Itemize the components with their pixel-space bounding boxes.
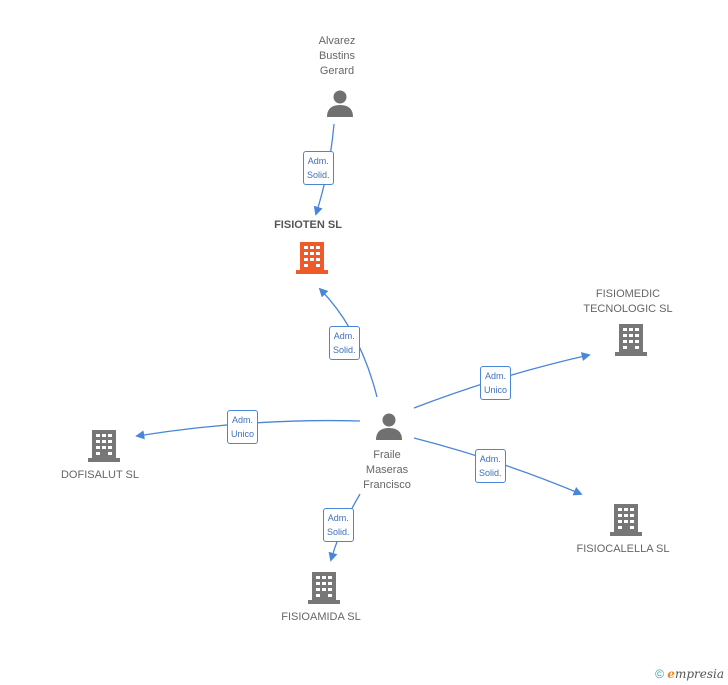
- edge-label-line: Solid.: [333, 345, 356, 355]
- empresia-watermark: © empresia: [655, 667, 724, 681]
- edge-label-line: Solid.: [327, 527, 350, 537]
- label-line: Francisco: [363, 479, 411, 491]
- edge-label-fraile-fisiocalella[interactable]: Adm. Solid.: [475, 449, 506, 483]
- node-label-alvarez[interactable]: Alvarez Bustins Gerard: [297, 34, 377, 79]
- node-label-dofisalut[interactable]: DOFISALUT SL: [40, 468, 160, 483]
- building-icon-fisiomedic[interactable]: [615, 322, 647, 356]
- edge-label-fraile-fisiomedic[interactable]: Adm. Unico: [480, 366, 512, 400]
- label-line: Maseras: [365, 464, 409, 476]
- node-label-fraile[interactable]: Fraile Maseras Francisco: [347, 448, 427, 493]
- edge-label-fraile-fisioten[interactable]: Adm. Solid.: [329, 326, 360, 360]
- edge-label-line: Solid.: [479, 468, 502, 478]
- edge-label-line: Adm.: [307, 156, 329, 166]
- edge-label-alvarez-fisioten[interactable]: Adm. Solid.: [303, 151, 334, 185]
- edge-label-line: Unico: [484, 385, 508, 395]
- edge-label-fraile-dofisalut[interactable]: Adm. Unico: [227, 410, 259, 444]
- edge-label-line: Solid.: [307, 170, 330, 180]
- node-label-fisiocalella[interactable]: FISIOCALELLA SL: [563, 542, 683, 557]
- brand-text: mpresia: [674, 667, 724, 681]
- label-line: DOFISALUT SL: [60, 469, 140, 481]
- label-line: Fraile: [373, 449, 401, 461]
- building-icon-dofisalut[interactable]: [88, 428, 120, 462]
- building-icon-fisioten[interactable]: [296, 240, 328, 274]
- node-label-fisioten[interactable]: FISIOTEN SL: [248, 218, 368, 233]
- label-line: Bustins: [318, 50, 356, 62]
- edge-label-line: Adm.: [485, 371, 507, 381]
- node-label-fisiomedic[interactable]: FISIOMEDIC TECNOLOGIC SL: [568, 287, 688, 317]
- person-icon-fraile[interactable]: [374, 411, 404, 441]
- edge-label-fraile-fisioamida[interactable]: Adm. Solid.: [323, 508, 354, 542]
- edge-label-line: Unico: [231, 429, 255, 439]
- edge-label-line: Adm.: [327, 513, 349, 523]
- person-icon-alvarez[interactable]: [325, 88, 355, 118]
- building-icon-fisioamida[interactable]: [308, 570, 340, 604]
- edge-label-line: Adm.: [232, 415, 254, 425]
- edge-label-line: Adm.: [479, 454, 501, 464]
- label-line: Gerard: [319, 65, 355, 77]
- building-icon-fisiocalella[interactable]: [610, 502, 642, 536]
- label-line: FISIOAMIDA SL: [281, 611, 361, 623]
- node-label-fisioamida[interactable]: FISIOAMIDA SL: [261, 610, 381, 625]
- edge-label-line: Adm.: [333, 331, 355, 341]
- label-line: FISIOTEN SL: [274, 219, 342, 231]
- brand-logo: empresia: [667, 667, 724, 681]
- copyright-icon: ©: [655, 667, 664, 681]
- label-line: FISIOMEDIC: [595, 288, 661, 300]
- label-line: TECNOLOGIC SL: [583, 303, 673, 315]
- brand-initial: e: [667, 667, 675, 681]
- label-line: Alvarez: [318, 35, 356, 47]
- label-line: FISIOCALELLA SL: [576, 543, 670, 555]
